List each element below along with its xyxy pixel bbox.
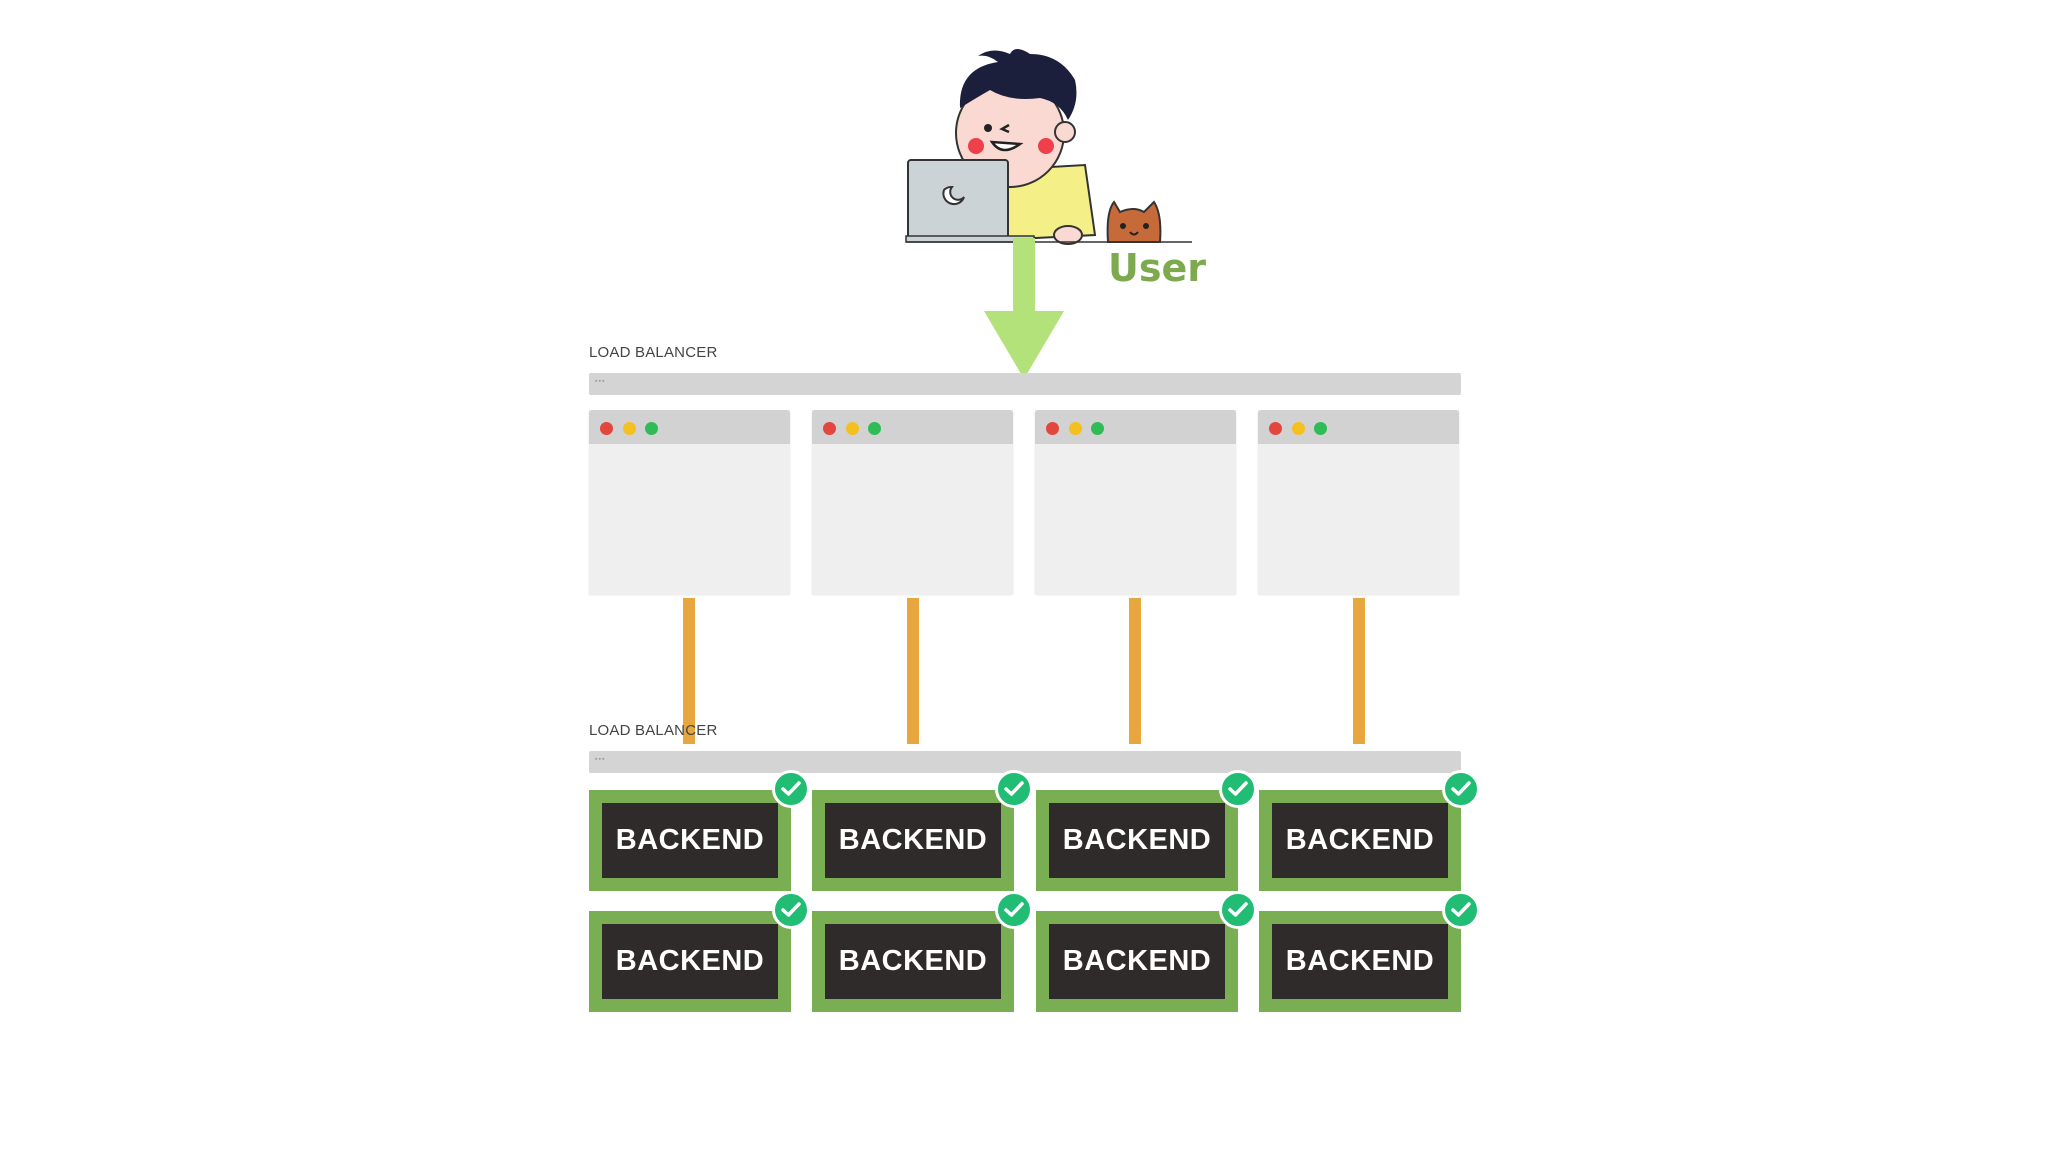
check-icon: [1442, 891, 1480, 929]
close-dot-icon: [1269, 422, 1282, 435]
backend-label: BACKEND: [839, 824, 988, 857]
close-dot-icon: [823, 422, 836, 435]
backend-panel: BACKEND: [825, 924, 1001, 999]
backend-label: BACKEND: [1063, 824, 1212, 857]
check-icon: [772, 891, 810, 929]
user-label: User: [1108, 246, 1206, 290]
maximize-dot-icon: [645, 422, 658, 435]
backend-panel: BACKEND: [1272, 924, 1448, 999]
backend-label: BACKEND: [839, 945, 988, 978]
load-balancer-bar-bottom: ▪▪▪: [589, 751, 1461, 773]
check-icon: [1219, 891, 1257, 929]
backend-label: BACKEND: [1286, 945, 1435, 978]
backend-box: BACKEND: [1259, 790, 1461, 891]
backend-box: BACKEND: [812, 790, 1014, 891]
backend-box: BACKEND: [1036, 790, 1238, 891]
minimize-dot-icon: [623, 422, 636, 435]
backend-label: BACKEND: [1063, 945, 1212, 978]
window-titlebar: [589, 410, 790, 444]
backend-panel: BACKEND: [1049, 924, 1225, 999]
window-titlebar: [1258, 410, 1459, 444]
request-arrow-shaft: [1013, 238, 1035, 316]
server-window: [589, 410, 790, 594]
load-balancer-bar-top: ▪▪▪: [589, 373, 1461, 395]
backend-panel: BACKEND: [1272, 803, 1448, 878]
server-window: [1258, 410, 1459, 594]
backend-box: BACKEND: [812, 911, 1014, 1012]
backend-box: BACKEND: [1036, 911, 1238, 1012]
backend-label: BACKEND: [616, 945, 765, 978]
backend-box: BACKEND: [589, 911, 791, 1012]
maximize-dot-icon: [868, 422, 881, 435]
server-window: [812, 410, 1013, 594]
check-icon: [772, 770, 810, 808]
backend-panel: BACKEND: [1049, 803, 1225, 878]
backend-panel: BACKEND: [602, 803, 778, 878]
load-balancer-label-top: LOAD BALANCER: [589, 344, 717, 361]
minimize-dot-icon: [1069, 422, 1082, 435]
server-connector: [1353, 598, 1365, 744]
minimize-dot-icon: [846, 422, 859, 435]
user-illustration: [880, 40, 1220, 250]
check-icon: [1219, 770, 1257, 808]
server-connector: [907, 598, 919, 744]
backend-label: BACKEND: [616, 824, 765, 857]
check-icon: [1442, 770, 1480, 808]
window-titlebar: [1035, 410, 1236, 444]
load-balancer-dots: ▪▪▪: [595, 378, 605, 385]
server-window: [1035, 410, 1236, 594]
server-connector: [1129, 598, 1141, 744]
maximize-dot-icon: [1314, 422, 1327, 435]
load-balancer-dots: ▪▪▪: [595, 756, 605, 763]
backend-panel: BACKEND: [825, 803, 1001, 878]
request-arrow-head: [984, 311, 1064, 379]
maximize-dot-icon: [1091, 422, 1104, 435]
load-balancer-label-bottom: LOAD BALANCER: [589, 722, 717, 739]
backend-label: BACKEND: [1286, 824, 1435, 857]
backend-box: BACKEND: [589, 790, 791, 891]
close-dot-icon: [600, 422, 613, 435]
window-titlebar: [812, 410, 1013, 444]
check-icon: [995, 891, 1033, 929]
backend-box: BACKEND: [1259, 911, 1461, 1012]
minimize-dot-icon: [1292, 422, 1305, 435]
backend-panel: BACKEND: [602, 924, 778, 999]
check-icon: [995, 770, 1033, 808]
close-dot-icon: [1046, 422, 1059, 435]
